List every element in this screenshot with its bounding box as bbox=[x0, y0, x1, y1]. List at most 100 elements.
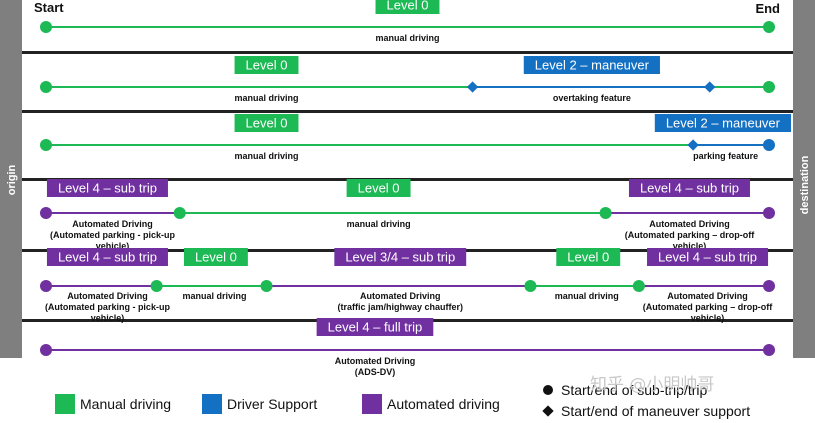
trip-boundary-marker bbox=[599, 207, 612, 219]
level-label-text: Level 4 – sub trip bbox=[640, 181, 739, 196]
segment-caption: (Automated parking - pick-up bbox=[50, 230, 176, 240]
level-label-text: Level 0 bbox=[246, 58, 288, 73]
trip-boundary-marker bbox=[763, 139, 775, 151]
watermark: 知乎 @小明帅哥 bbox=[590, 375, 714, 395]
trip-boundary-marker bbox=[763, 280, 775, 292]
level-label-text: Level 4 – sub trip bbox=[58, 181, 157, 196]
level-label-text: Level 3/4 – sub trip bbox=[345, 250, 455, 265]
legend-label: Manual driving bbox=[80, 396, 171, 412]
level-label-box: Level 0 bbox=[234, 114, 299, 132]
level-label-text: Level 0 bbox=[567, 250, 609, 265]
level-label-box: Level 4 – sub trip bbox=[46, 179, 168, 197]
trip-boundary-marker bbox=[173, 207, 186, 219]
trip-boundary-marker bbox=[763, 207, 775, 219]
trip-boundary-marker bbox=[40, 81, 52, 93]
segment-caption: overtaking feature bbox=[553, 93, 631, 103]
segment-caption: (Automated parking – drop-off bbox=[643, 302, 773, 312]
key-circle-icon bbox=[543, 385, 553, 395]
legend-item: Automated driving bbox=[362, 394, 500, 414]
level-label-box: Level 4 – sub trip bbox=[46, 248, 168, 266]
level-label-text: Level 4 – sub trip bbox=[58, 250, 157, 265]
trip-boundary-marker bbox=[150, 280, 163, 292]
segment-caption: Automated Driving bbox=[360, 291, 441, 301]
segment-caption: vehicle) bbox=[96, 241, 130, 251]
segment-caption: manual driving bbox=[347, 219, 411, 229]
level-label-bg bbox=[316, 318, 434, 336]
level-label-box: Level 0 bbox=[346, 179, 411, 197]
trip-boundary-marker bbox=[763, 344, 775, 356]
level-label-box: Level 3/4 – sub trip bbox=[334, 248, 467, 266]
segment-caption: Automated Driving bbox=[667, 291, 748, 301]
origin-sidebar bbox=[0, 0, 22, 358]
level-label-box: Level 2 – maneuver bbox=[654, 114, 791, 132]
legend-swatch bbox=[362, 394, 382, 414]
level-label-box: Level 0 bbox=[375, 0, 440, 14]
trip-boundary-marker bbox=[524, 280, 537, 292]
level-label-bg bbox=[46, 179, 168, 197]
segment-caption: vehicle) bbox=[91, 313, 125, 323]
segment-caption: manual driving bbox=[235, 93, 299, 103]
level-label-bg bbox=[234, 114, 299, 132]
legend-item: Driver Support bbox=[202, 394, 317, 414]
segment-caption: Automated Driving bbox=[649, 219, 730, 229]
legend-swatch bbox=[202, 394, 222, 414]
segment-caption: (ADS-DV) bbox=[355, 367, 396, 377]
segment-caption: manual driving bbox=[235, 151, 299, 161]
level-label-bg bbox=[46, 248, 168, 266]
level-label-box: Level 4 – sub trip bbox=[647, 248, 769, 266]
maneuver-boundary-marker bbox=[687, 139, 699, 151]
level-label-bg bbox=[654, 114, 791, 132]
level-label-box: Level 0 bbox=[556, 248, 621, 266]
segment-caption: Automated Driving bbox=[67, 291, 148, 301]
timeline-row: Level 0 Level 2 – maneuver manual driving p… bbox=[40, 114, 791, 161]
trip-boundary-marker bbox=[632, 280, 645, 292]
level-label-box: Level 4 – full trip bbox=[316, 318, 434, 336]
level-label-text: Level 0 bbox=[387, 0, 429, 13]
level-label-text: Level 0 bbox=[195, 250, 237, 265]
level-label-bg bbox=[647, 248, 769, 266]
timeline-row: Level 0 Level 2 – maneuver manual driving o… bbox=[40, 56, 775, 103]
level-label-box: Level 4 – sub trip bbox=[628, 179, 750, 197]
level-label-bg bbox=[375, 0, 440, 14]
level-label-bg bbox=[523, 56, 660, 74]
segment-caption: parking feature bbox=[693, 151, 758, 161]
trip-boundary-marker bbox=[40, 344, 52, 356]
destination-label: destination bbox=[799, 155, 811, 214]
segment-caption: (Automated parking - pick-up bbox=[45, 302, 171, 312]
level-label-text: Level 2 – maneuver bbox=[535, 58, 650, 73]
level-label-bg bbox=[183, 248, 248, 266]
trip-boundary-marker bbox=[763, 21, 775, 33]
segment-caption: manual driving bbox=[182, 291, 246, 301]
segment-caption: Automated Driving bbox=[335, 356, 416, 366]
level-label-text: Level 0 bbox=[246, 116, 288, 131]
legend-label: Driver Support bbox=[227, 396, 317, 412]
segment-caption: vehicle) bbox=[673, 241, 707, 251]
level-label-bg bbox=[346, 179, 411, 197]
level-label-text: Level 0 bbox=[358, 181, 400, 196]
segment-caption: manual driving bbox=[555, 291, 619, 301]
origin-label: origin bbox=[6, 164, 18, 195]
row-divider bbox=[22, 51, 793, 54]
trip-boundary-marker bbox=[40, 21, 52, 33]
legend-label: Automated driving bbox=[387, 396, 500, 412]
level-label-bg bbox=[234, 56, 299, 74]
key-diamond-icon bbox=[542, 405, 554, 417]
level-label-bg bbox=[334, 248, 467, 266]
maneuver-boundary-marker bbox=[704, 81, 716, 93]
maneuver-boundary-marker bbox=[466, 81, 479, 93]
destination-sidebar bbox=[793, 0, 815, 358]
level-label-text: Level 2 – maneuver bbox=[666, 116, 781, 131]
timeline-row: Level 4 – sub trip Level 0 Level 4 – sub t… bbox=[40, 179, 775, 251]
trip-boundary-marker bbox=[763, 81, 775, 93]
segment-caption: Automated Driving bbox=[72, 219, 153, 229]
legend: Manual driving Driver Support Automated dr… bbox=[55, 394, 500, 414]
segment-caption: manual driving bbox=[375, 33, 439, 43]
level-label-text: Level 4 – full trip bbox=[328, 320, 423, 335]
level-label-text: Level 4 – sub trip bbox=[658, 250, 757, 265]
level-label-box: Level 2 – maneuver bbox=[523, 56, 660, 74]
key-label: Start/end of sub-trip/trip bbox=[561, 382, 708, 398]
level-label-bg bbox=[556, 248, 621, 266]
